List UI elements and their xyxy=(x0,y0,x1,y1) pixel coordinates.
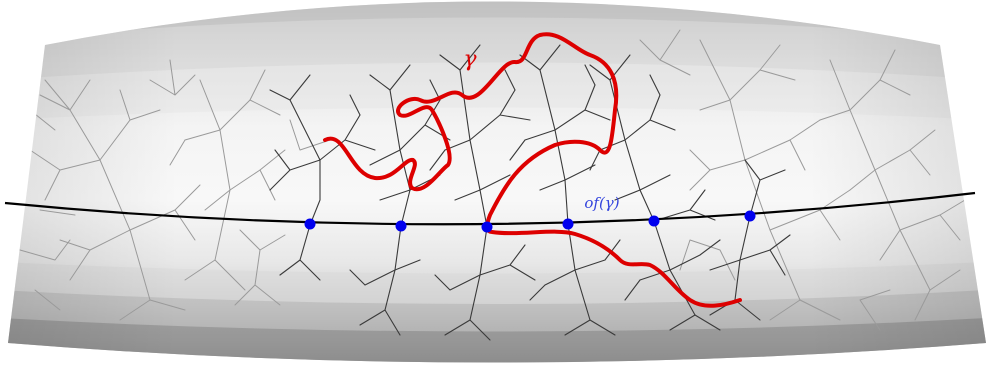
projection-point xyxy=(562,218,574,230)
projection-point xyxy=(304,218,316,230)
background-trees xyxy=(19,29,966,331)
gamma-label: γ xyxy=(463,47,477,72)
branching-tree xyxy=(269,44,791,341)
projection-point xyxy=(744,210,756,222)
projection-points xyxy=(304,210,756,233)
curve-gamma xyxy=(323,32,742,308)
projection-point xyxy=(481,221,493,233)
projection-point xyxy=(648,215,660,227)
projection-label: of(γ) xyxy=(584,194,619,212)
projection-point xyxy=(395,220,407,232)
